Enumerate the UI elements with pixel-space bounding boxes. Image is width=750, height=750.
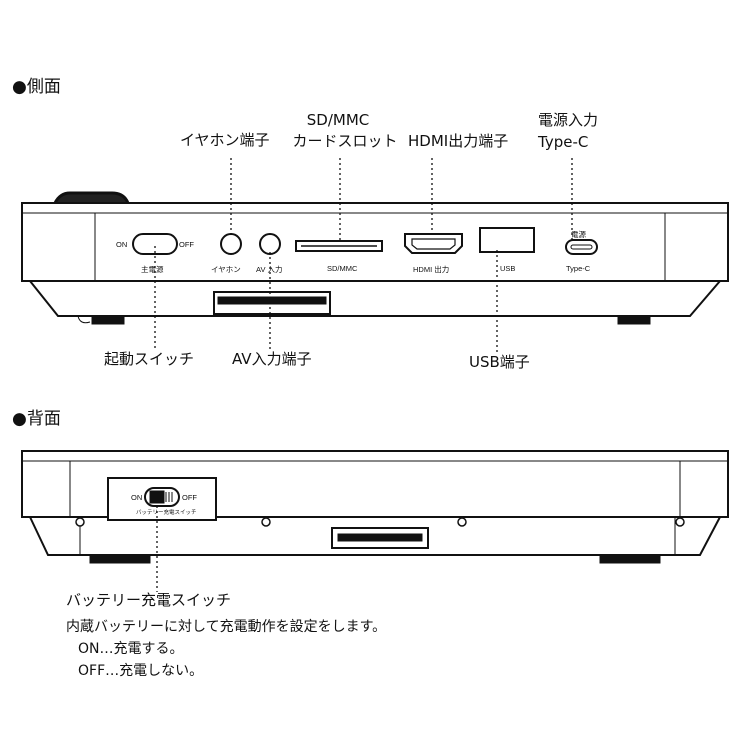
- earphone-callout: イヤホン端子: [180, 131, 270, 149]
- side-off-label: OFF: [179, 240, 194, 249]
- side-view-device: [21, 191, 729, 325]
- sd-callout-line1: SD/MMC: [306, 111, 370, 129]
- av-panel-label: AV 入力: [256, 265, 283, 274]
- usb-callout: USB端子: [469, 353, 530, 371]
- start-switch-callout: 起動スイッチ: [104, 350, 195, 368]
- battery-switch-panel-label: バッテリー充電スイッチ: [136, 510, 197, 516]
- side-on-label: ON: [116, 240, 128, 249]
- sd-panel-label: SD/MMC: [327, 264, 358, 273]
- sd-callout-line2: カードスロット: [292, 132, 398, 150]
- hdmi-panel-label: HDMI 出力: [413, 265, 450, 274]
- power-callout-line1: 電源入力: [538, 111, 599, 129]
- back-off-label: OFF: [182, 493, 197, 502]
- battery-description: 内蔵バッテリーに対して充電動作を設定をします。: [66, 619, 387, 635]
- usb-panel-label: USB: [500, 264, 516, 273]
- battery-switch-callout: バッテリー充電スイッチ: [66, 591, 232, 609]
- back-view-device: [21, 450, 729, 564]
- hdmi-callout: HDMI出力端子: [408, 132, 509, 150]
- back-heading: ●背面: [12, 409, 61, 429]
- back-on-label: ON: [131, 493, 143, 502]
- power-panel-label: 電源: [571, 230, 586, 239]
- battery-off-description: OFF…充電しない。: [78, 663, 204, 679]
- battery-on-description: ON…充電する。: [78, 641, 184, 657]
- av-callout: AV入力端子: [232, 350, 312, 368]
- side-leader-lines: [154, 158, 573, 352]
- main-power-label: 主電源: [141, 265, 164, 274]
- power-callout-line2: Type-C: [538, 133, 589, 151]
- earphone-panel-label: イヤホン: [211, 265, 241, 274]
- typec-panel-label: Type-C: [566, 264, 591, 273]
- side-heading: ●側面: [12, 77, 61, 97]
